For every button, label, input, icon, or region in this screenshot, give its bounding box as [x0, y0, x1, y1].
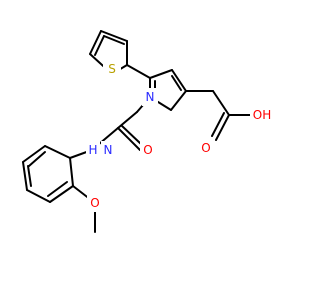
bond — [121, 125, 142, 145]
bond — [215, 114, 230, 141]
bond — [126, 64, 151, 79]
bond — [149, 69, 173, 79]
bond — [89, 30, 102, 55]
bond — [117, 111, 138, 129]
bond — [100, 30, 128, 42]
bond — [170, 90, 187, 111]
bond — [69, 157, 74, 187]
bond — [117, 127, 141, 151]
bond — [212, 90, 230, 116]
bond — [94, 35, 105, 56]
bond — [103, 35, 125, 45]
bond — [28, 151, 46, 167]
bond — [49, 185, 74, 203]
atom-label-amide-nitrogen: N — [104, 143, 113, 157]
atom-label-carbonyl-oxygen: O — [143, 143, 152, 157]
bond — [22, 145, 46, 163]
atom-label-sulfur: S — [108, 62, 116, 76]
bond — [22, 161, 28, 191]
molecule-structure: S N H N O O OH O — [22, 30, 274, 233]
bond — [27, 165, 32, 187]
bond — [171, 75, 182, 91]
bonds — [22, 30, 259, 233]
atom-label-amide-hydrogen: H — [88, 143, 97, 157]
bond — [47, 181, 68, 197]
bond — [211, 112, 225, 137]
bond — [171, 69, 187, 92]
atom-labels: S N H N O O OH O — [86, 59, 274, 212]
atom-label-acid-oxygen: O — [201, 141, 210, 155]
bond — [44, 145, 71, 159]
atom-label-methoxy-oxygen: O — [90, 196, 99, 210]
atom-label-pyrrole-nitrogen: N — [146, 90, 155, 104]
bond — [26, 189, 51, 203]
atom-label-hydroxyl: OH — [253, 108, 271, 122]
